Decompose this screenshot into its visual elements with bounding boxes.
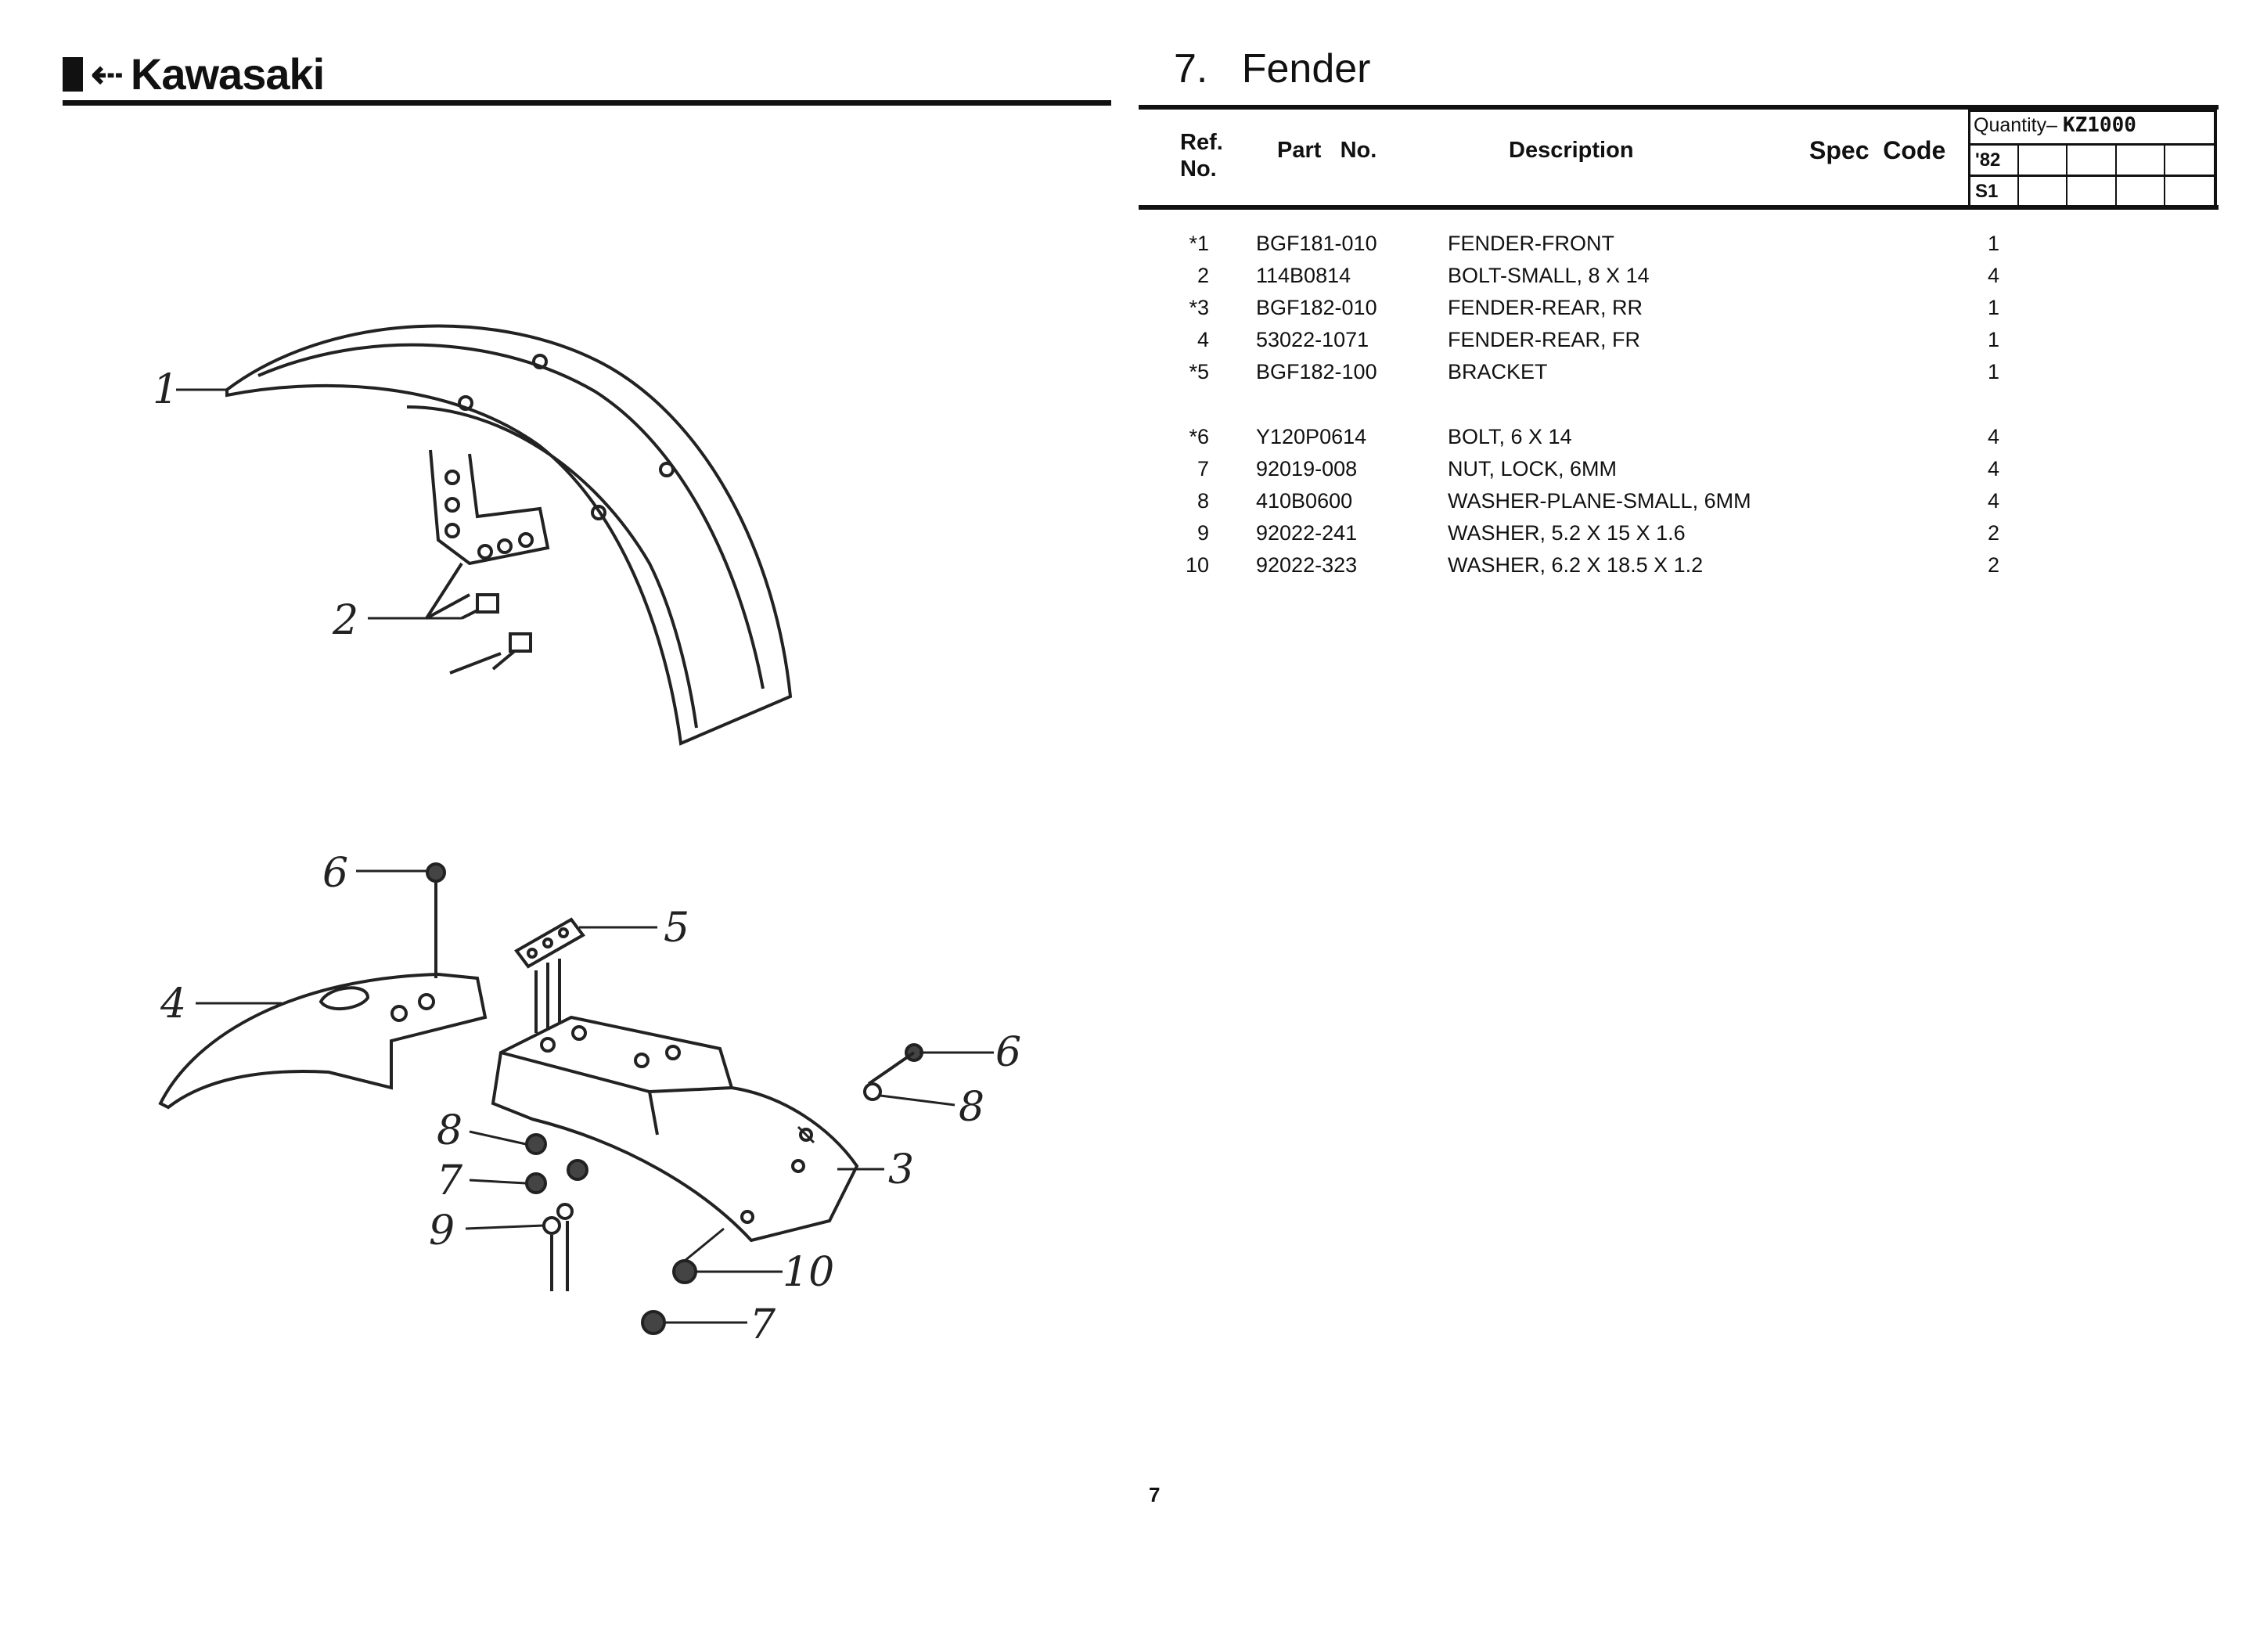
year-cell: '82 [1970, 146, 2020, 177]
callout-8-right: 8 [959, 1084, 984, 1131]
callout-9: 9 [429, 1208, 455, 1254]
quantity-cell: 1 [1988, 328, 2000, 351]
callout-6-right: 6 [995, 1029, 1021, 1076]
callout-2: 2 [332, 597, 358, 644]
header-ref: Ref.No. [1180, 129, 1223, 182]
quantity-cell: 1 [1988, 232, 2000, 255]
description-cell: FENDER-FRONT [1448, 232, 1614, 255]
page-number: 7 [1149, 1483, 1161, 1506]
table-header-bottom-rule [1139, 205, 2219, 210]
variant-cell: S1 [1970, 177, 2020, 208]
quantity-cell: 2 [1988, 553, 2000, 577]
kawasaki-logo: ⇠ Kawasaki [63, 49, 325, 99]
logo-k-arrow-icon: ⇠ [91, 52, 124, 96]
part-no-cell: Y120P0614 [1256, 425, 1367, 448]
quantity-cell: 4 [1988, 457, 2000, 480]
header-spec-code: Spec Code [1809, 136, 1946, 164]
description-cell: FENDER-REAR, FR [1448, 328, 1641, 351]
description-cell: WASHER, 6.2 X 18.5 X 1.2 [1448, 553, 1704, 577]
ref-cell: 7 [1197, 457, 1209, 480]
part-no-cell: BGF181-010 [1256, 232, 1377, 255]
callout-3: 3 [888, 1146, 914, 1193]
table-row: 2 114B0814 BOLT-SMALL, 8 X 14 4 [1135, 264, 2230, 295]
callout-1: 1 [153, 366, 178, 413]
part-no-cell: 92022-241 [1256, 521, 1358, 545]
header-ref-line1: Ref. [1180, 130, 1223, 155]
header-rule-left [63, 100, 1111, 106]
ref-cell: *6 [1189, 425, 1209, 448]
table-row: 7 92019-008 NUT, LOCK, 6MM 4 [1135, 457, 2230, 488]
table-row: *5 BGF182-100 BRACKET 1 [1135, 360, 2230, 391]
header-description: Description [1509, 138, 1634, 163]
callout-7-bottom: 7 [750, 1301, 776, 1348]
quantity-cell: 2 [1988, 521, 2000, 545]
quantity-title: Quantity– KZ1000 [1974, 113, 2136, 137]
callout-6: 6 [322, 850, 348, 897]
part-no-cell: BGF182-010 [1256, 296, 1377, 319]
ref-cell: 8 [1197, 489, 1209, 513]
callout-10: 10 [783, 1249, 834, 1296]
quantity-cell: 4 [1988, 264, 2000, 287]
page-title: 7. Fender [1174, 46, 1371, 92]
bolt-small [425, 562, 532, 675]
description-cell: WASHER-PLANE-SMALL, 6MM [1448, 489, 1751, 513]
year-row: '82 [1970, 143, 2214, 177]
quantity-label: Quantity– [1974, 114, 2058, 136]
part-no-cell: 114B0814 [1256, 264, 1351, 287]
ref-cell: *5 [1189, 360, 1209, 383]
table-row: 10 92022-323 WASHER, 6.2 X 18.5 X 1.2 2 [1135, 553, 2230, 585]
rear-fender-rear [491, 1015, 859, 1243]
table-top-rule [1139, 105, 2219, 110]
part-no-cell: 53022-1071 [1256, 328, 1369, 351]
bracket [514, 917, 585, 1033]
ref-cell: 2 [1197, 264, 1209, 287]
description-cell: BOLT-SMALL, 8 X 14 [1448, 264, 1650, 287]
description-cell: WASHER, 5.2 X 15 X 1.6 [1448, 521, 1686, 545]
table-row: *6 Y120P0614 BOLT, 6 X 14 4 [1135, 425, 2230, 456]
callout-labels: 1 2 6 5 4 6 8 3 8 7 9 10 7 [153, 366, 1021, 1348]
ref-cell: 10 [1185, 553, 1209, 577]
ref-cell: 4 [1197, 328, 1209, 351]
callout-5: 5 [664, 905, 689, 952]
part-no-cell: 410B0600 [1256, 489, 1353, 513]
ref-cell: 9 [1197, 521, 1209, 545]
front-fender [225, 324, 793, 746]
description-cell: BOLT, 6 X 14 [1448, 425, 1572, 448]
description-cell: BRACKET [1448, 360, 1548, 383]
hardware [426, 862, 923, 1335]
model-label: KZ1000 [2062, 113, 2136, 137]
ref-cell: *1 [1189, 232, 1209, 255]
exploded-parts-diagram: 1 2 6 5 4 6 8 3 8 7 9 10 7 [153, 324, 1021, 1348]
quantity-box: Quantity– KZ1000 '82 S1 [1968, 110, 2217, 208]
table-row: 4 53022-1071 FENDER-REAR, FR 1 [1135, 328, 2230, 359]
table-row: 8 410B0600 WASHER-PLANE-SMALL, 6MM 4 [1135, 489, 2230, 520]
description-cell: FENDER-REAR, RR [1448, 296, 1643, 319]
callout-leaders [176, 388, 994, 1324]
part-no-cell: 92022-323 [1256, 553, 1358, 577]
description-cell: NUT, LOCK, 6MM [1448, 457, 1618, 480]
part-no-cell: 92019-008 [1256, 457, 1358, 480]
brand-name: Kawasaki [130, 49, 325, 99]
header-part-no: Part No. [1277, 138, 1377, 163]
ref-cell: *3 [1189, 296, 1209, 319]
rear-fender-front [158, 972, 488, 1110]
quantity-cell: 1 [1988, 296, 2000, 319]
quantity-cell: 4 [1988, 425, 2000, 448]
variant-row: S1 [1970, 175, 2214, 208]
part-no-cell: BGF182-100 [1256, 360, 1377, 383]
table-row: *1 BGF181-010 FENDER-FRONT 1 [1135, 232, 2230, 263]
front-fender-bracket [429, 449, 550, 566]
callout-4: 4 [160, 981, 186, 1028]
callout-8-left: 8 [437, 1107, 462, 1154]
quantity-cell: 4 [1988, 489, 2000, 513]
header-ref-line2: No. [1180, 157, 1217, 182]
callout-7-left: 7 [437, 1157, 463, 1204]
table-row: 9 92022-241 WASHER, 5.2 X 15 X 1.6 2 [1135, 521, 2230, 552]
quantity-cell: 1 [1988, 360, 2000, 383]
logo-block-icon [63, 56, 83, 92]
table-row: *3 BGF182-010 FENDER-REAR, RR 1 [1135, 296, 2230, 327]
